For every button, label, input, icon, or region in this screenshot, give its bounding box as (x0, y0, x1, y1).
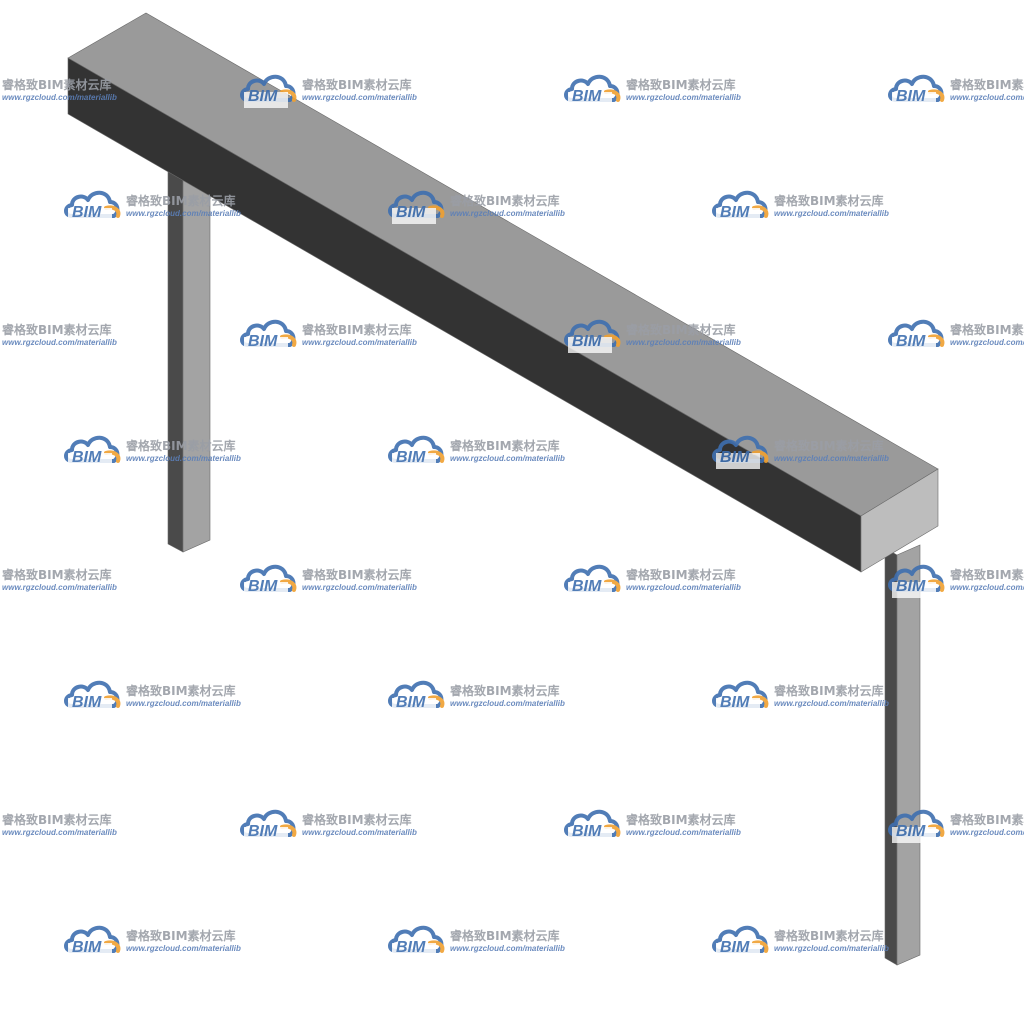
right-column[interactable] (884, 544, 921, 966)
right-column-front-face (884, 547, 898, 966)
beam-end-face (860, 468, 939, 573)
left-column-front-face (167, 169, 184, 553)
beam[interactable] (67, 12, 939, 573)
right-column-side-face (896, 544, 921, 966)
left-column[interactable] (167, 164, 211, 553)
left-column-side-face (182, 164, 211, 553)
